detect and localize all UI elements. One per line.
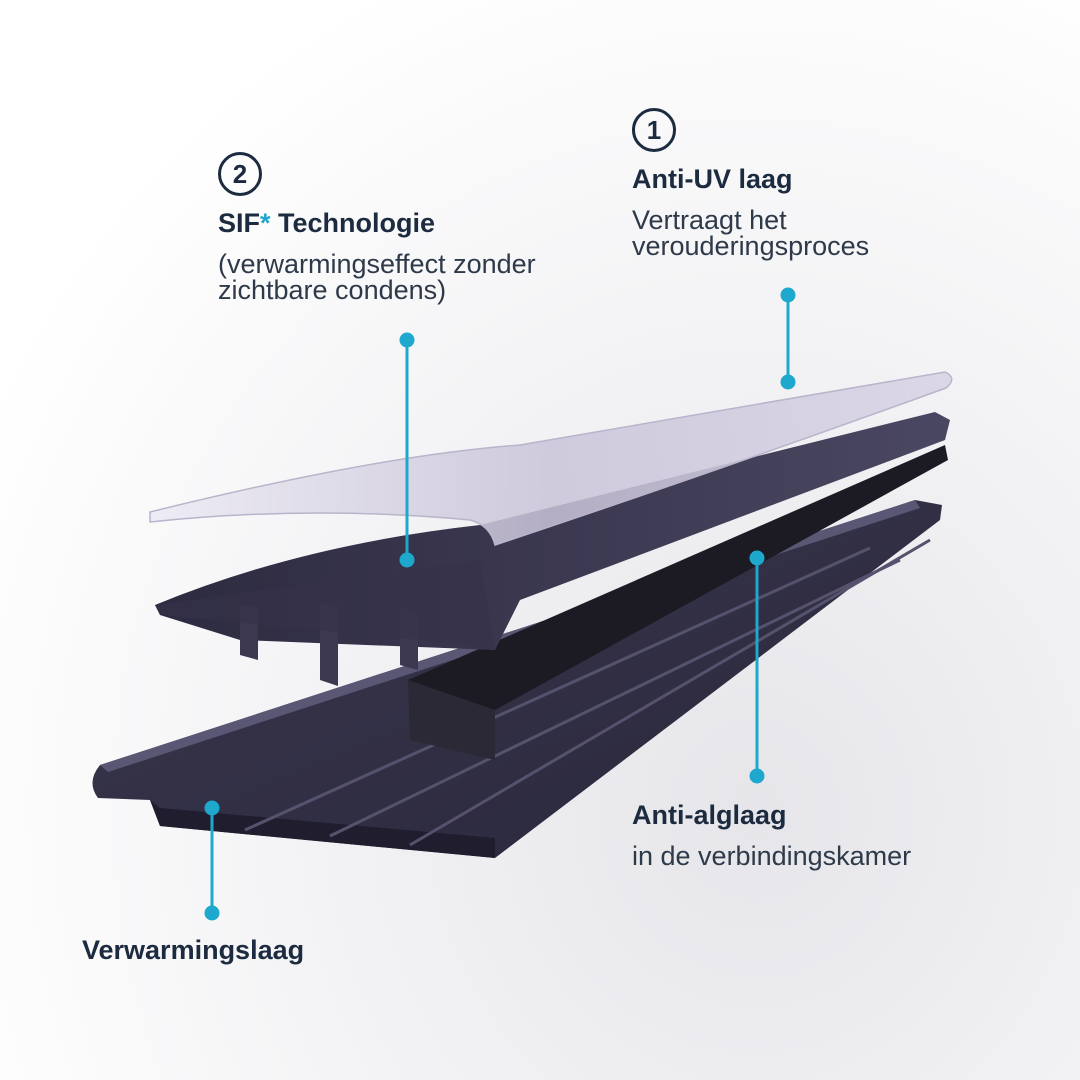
sif-desc-line-1: (verwarmingseffect zonder	[218, 249, 536, 279]
uv-film	[149, 371, 953, 546]
leader-dot-verwarming-top	[204, 800, 220, 816]
leader-dot-anti-uv-bottom	[780, 374, 796, 390]
number-badge-1: 1	[632, 108, 676, 152]
anti-uv-desc-line-2: verouderingsproces	[632, 231, 870, 261]
leader-dot-anti-alg-top	[749, 550, 765, 566]
verwarming-title: Verwarmingslaag	[82, 935, 305, 965]
callout-anti-uv: 1 Anti-UV laag Vertraagt het veroudering…	[632, 108, 870, 261]
sif-description: (verwarmingseffect zonder zichtbare cond…	[218, 249, 536, 305]
leader-dot-anti-uv-top	[780, 287, 796, 303]
number-badge-2: 2	[218, 152, 262, 196]
callout-anti-alg: Anti-alglaag in de verbindingskamer	[632, 800, 912, 871]
callout-sif: 2 SIF* Technologie (verwarmingseffect zo…	[218, 152, 536, 305]
top-profile	[155, 412, 950, 686]
anti-alg-desc-line-1: in de verbindingskamer	[632, 841, 912, 871]
leader-dot-verwarming-bottom	[204, 905, 220, 921]
sif-asterisk: *	[260, 208, 271, 238]
anti-alg-title: Anti-alglaag	[632, 800, 787, 830]
sif-desc-line-2: zichtbare condens)	[218, 275, 447, 305]
leader-dot-anti-alg-bottom	[749, 768, 765, 784]
anti-uv-description: Vertraagt het verouderingsproces	[632, 205, 870, 261]
callout-verwarming: Verwarmingslaag	[82, 935, 304, 966]
insert-profile	[408, 445, 948, 760]
leader-dot-sif-bottom	[399, 552, 415, 568]
anti-uv-title: Anti-UV laag	[632, 164, 793, 194]
sif-title-main: SIF	[218, 208, 261, 238]
anti-alg-description: in de verbindingskamer	[632, 841, 912, 871]
sif-title-rest: Technologie	[270, 208, 436, 238]
leader-dot-sif-top	[399, 332, 415, 348]
sif-title: SIF* Technologie	[218, 208, 536, 239]
anti-uv-desc-line-1: Vertraagt het	[632, 205, 787, 235]
